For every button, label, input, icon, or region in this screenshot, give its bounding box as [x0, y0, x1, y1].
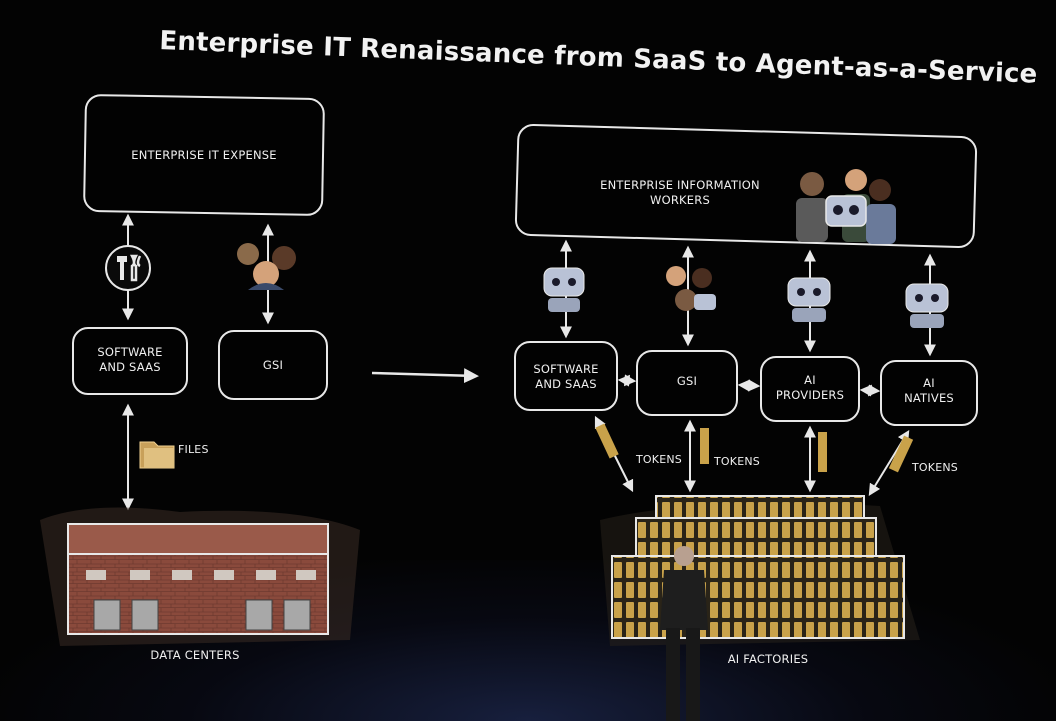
data-center-building [40, 507, 360, 646]
token-stack-1 [595, 423, 619, 459]
arrow-software-gsi [617, 374, 637, 387]
tokens-label-2: TOKENS [714, 455, 760, 468]
ai-factories-label: AI FACTORIES [727, 652, 809, 666]
token-stack-3 [818, 432, 827, 472]
files-label: FILES [178, 443, 209, 456]
left-gsi-label: GSI [262, 358, 284, 372]
right-software-saas-label: SOFTWARE AND SAAS [533, 362, 599, 391]
right-gsi-label: GSI [676, 374, 698, 388]
presenter-figure [660, 546, 708, 721]
tools-icon [105, 245, 151, 291]
enterprise-information-workers-label: ENTERPRISE INFORMATION WORKERS [600, 178, 760, 207]
arrow-providers-natives [859, 384, 881, 397]
left-software-saas-label: SOFTWARE AND SAAS [97, 345, 163, 374]
right-gsi-box [636, 350, 738, 416]
arrow-gsi-providers [737, 379, 761, 392]
ai-factories-building [600, 495, 920, 646]
people-icon [237, 243, 296, 290]
ai-natives-label: AI NATIVES [904, 376, 954, 405]
robot-icon-providers [787, 277, 831, 322]
enterprise-it-expense-label: ENTERPRISE IT EXPENSE [131, 148, 277, 162]
ai-natives-box [880, 360, 978, 426]
robot-icon-natives [905, 283, 949, 328]
folder-icon [139, 441, 175, 469]
people-icon-gsi [666, 266, 716, 311]
data-centers-label: DATA CENTERS [150, 648, 240, 662]
token-stack-2 [700, 428, 709, 464]
token-stack-4 [888, 435, 914, 473]
ai-providers-box [760, 356, 860, 422]
robot-icon-software [543, 267, 585, 312]
workers-illustration [796, 169, 896, 244]
right-software-saas-box [514, 341, 618, 411]
tokens-label-1: TOKENS [636, 453, 682, 466]
left-software-saas-box [72, 327, 188, 395]
tokens-label-3: TOKENS [912, 461, 958, 474]
transition-arrow [371, 368, 479, 384]
ai-providers-label: AI PROVIDERS [775, 373, 845, 402]
left-gsi-box [218, 330, 328, 400]
